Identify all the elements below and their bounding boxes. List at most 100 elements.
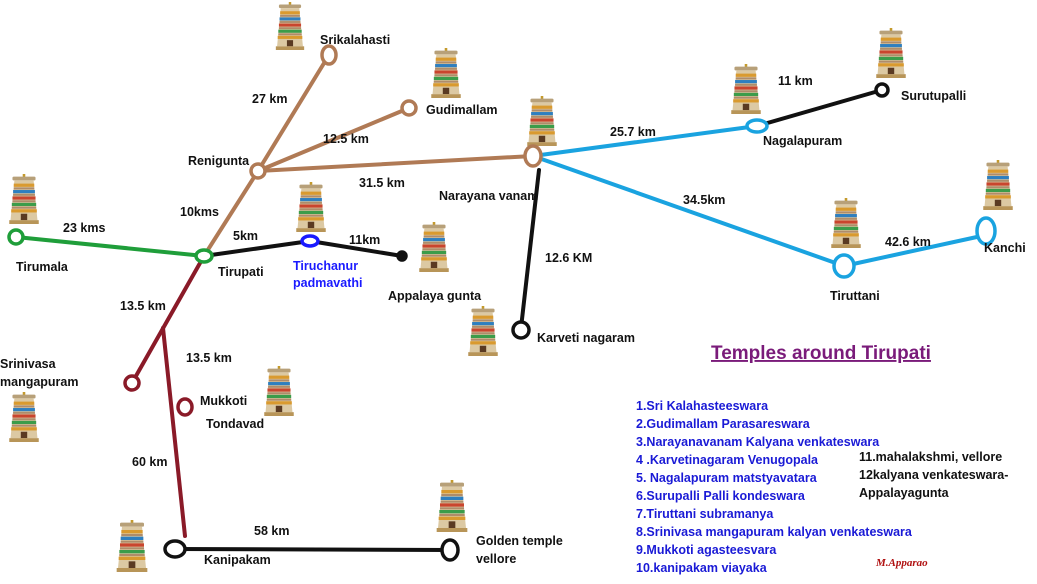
label-tiruchanur: Tiruchanur — [293, 259, 358, 273]
label-mukkoti: Mukkoti — [200, 394, 247, 408]
route-tiruchanur-appalayagunta — [308, 239, 404, 258]
label-narayana-vanam: Narayana vanam — [439, 189, 538, 203]
nagalapuram-marker[interactable] — [745, 118, 769, 134]
kanipakam-marker[interactable] — [163, 539, 187, 559]
srinivasa-mangapuram-marker[interactable] — [123, 374, 141, 392]
tiruchanur-temple-icon — [296, 182, 326, 232]
mukkoti-marker[interactable] — [176, 397, 194, 417]
place-labels: Srikalahasti Gudimallam Renigunta Naraya… — [0, 33, 1026, 567]
distance-tirupati-renigunta: 10kms — [180, 205, 219, 219]
distance-labels: 27 km 12.5 km 31.5 km 10kms 23 kms 5km 1… — [63, 74, 931, 538]
gudimallam-marker[interactable] — [400, 99, 418, 117]
author-signature: M.Apparao — [875, 557, 928, 569]
map-title: Temples around Tirupati — [711, 343, 931, 364]
distance-tondavad-kanipakam: 60 km — [132, 455, 167, 469]
distance-kanipakam-vellore: 58 km — [254, 524, 289, 538]
distance-narayanavanam-karveti: 12.6 KM — [545, 251, 592, 265]
kanipakam-temple-icon — [116, 520, 148, 572]
route-narayanavanam-nagalapuram — [531, 124, 759, 158]
mukkoti-temple-icon — [264, 366, 294, 416]
srikalahasti-temple-icon — [275, 2, 305, 50]
legend-extra-item: 12kalyana venkateswara- — [859, 468, 1008, 482]
distance-tirupati-srinivasa: 13.5 km — [120, 299, 166, 313]
distance-tirumala-tirupati: 23 kms — [63, 221, 105, 235]
label-srikalahasti: Srikalahasti — [320, 33, 390, 47]
route-tirupati-tiruchanur — [202, 239, 312, 258]
distance-narayanavanam-nagalapuram: 25.7 km — [610, 125, 656, 139]
label-kanipakam: Kanipakam — [204, 553, 271, 567]
label-karveti-nagaram: Karveti nagaram — [537, 331, 635, 345]
nagalapuram-temple-icon — [731, 64, 761, 114]
legend-item: 8.Srinivasa mangapuram kalyan venkateswa… — [636, 525, 913, 539]
distance-renigunta-narayanavanam: 31.5 km — [359, 176, 405, 190]
kanchi-marker[interactable] — [975, 216, 997, 246]
narayanavanam-temple-icon — [527, 96, 557, 146]
distance-nagalapuram-surutupalli: 11 km — [778, 74, 813, 88]
routes — [14, 53, 988, 552]
label-vellore: vellore — [476, 552, 516, 566]
route-tirupati-renigunta — [202, 169, 260, 258]
label-padmavathi: padmavathi — [293, 276, 362, 290]
surutupalli-temple-icon — [876, 28, 906, 78]
label-golden-temple: Golden temple — [476, 534, 563, 548]
srinivasa-mangapuram-temple-icon — [9, 392, 39, 442]
distance-tiruchanur-appalayagunta: 11km — [349, 233, 380, 247]
golden-temple-icon — [436, 480, 468, 532]
legend-item: 3.Narayanavanam Kalyana venkateswara — [636, 435, 880, 449]
renigunta-marker[interactable] — [249, 162, 267, 180]
distance-renigunta-gudimallam: 12.5 km — [323, 132, 369, 146]
vellore-marker[interactable] — [440, 538, 460, 562]
legend-extra-item: Appalayagunta — [859, 486, 950, 500]
distance-tirupati-tiruchanur: 5km — [233, 229, 258, 243]
route-renigunta-srikalahasti — [256, 53, 331, 173]
distance-narayanavanam-tiruttani: 34.5km — [683, 193, 725, 207]
label-nagalapuram: Nagalapuram — [763, 134, 842, 148]
tirupati-marker[interactable] — [194, 248, 214, 264]
legend-extra-item: 11.mahalakshmi, vellore — [859, 450, 1002, 464]
route-tiruttani-kanchi — [842, 233, 988, 268]
legend-item: 6.Surupalli Palli kondeswara — [636, 489, 806, 503]
route-tirupati-tondavad-kanipakam — [161, 326, 187, 538]
legend-item: 5. Nagalapuram matstyavatara — [636, 471, 818, 485]
route-tirumala-tirupati — [14, 235, 206, 258]
gudimallam-temple-icon — [431, 48, 461, 98]
route-kanipakam-vellore — [173, 547, 452, 552]
legend-item: 1.Sri Kalahasteeswara — [636, 399, 769, 413]
label-tondavad: Tondavad — [206, 417, 264, 431]
narayanavanam-marker[interactable] — [523, 144, 543, 168]
label-srinivasa: Srinivasa — [0, 357, 57, 371]
legend-item: 2.Gudimallam Parasareswara — [636, 417, 811, 431]
tirumala-marker[interactable] — [7, 228, 25, 246]
karveti-nagaram-marker[interactable] — [511, 320, 531, 340]
appalayagunta-marker[interactable] — [396, 250, 408, 262]
label-kanchi: Kanchi — [984, 241, 1026, 255]
route-renigunta-narayanavanam — [256, 154, 535, 173]
route-narayanavanam-karveti — [519, 168, 541, 330]
legend-item: 9.Mukkoti agasteesvara — [636, 543, 777, 557]
place-markers — [7, 44, 997, 562]
srikalahasti-marker[interactable] — [320, 44, 338, 66]
surutupalli-marker[interactable] — [874, 82, 890, 98]
label-tirumala: Tirumala — [16, 260, 69, 274]
label-renigunta: Renigunta — [188, 154, 250, 168]
route-narayanavanam-tiruttani — [531, 154, 846, 268]
kanchi-temple-icon — [983, 160, 1013, 210]
tirumala-temple-icon — [9, 174, 39, 224]
legend-item: 10.kanipakam viayaka — [636, 561, 768, 575]
label-mangapuram: mangapuram — [0, 375, 79, 389]
route-nagalapuram-surutupalli — [755, 88, 884, 128]
route-tirupati-srinivasa — [130, 254, 206, 385]
legend: 1.Sri Kalahasteeswara 2.Gudimallam Paras… — [636, 399, 1008, 575]
label-surutupalli: Surutupalli — [901, 89, 966, 103]
tiruchanur-marker[interactable] — [300, 234, 320, 248]
distance-tiruttani-kanchi: 42.6 km — [885, 235, 931, 249]
tiruttani-temple-icon — [831, 198, 861, 248]
label-tirupati: Tirupati — [218, 265, 264, 279]
karvetinagaram-temple-icon — [468, 306, 498, 356]
label-gudimallam: Gudimallam — [426, 103, 498, 117]
label-appalaya-gunta: Appalaya gunta — [388, 289, 482, 303]
distance-renigunta-srikalahasti: 27 km — [252, 92, 287, 106]
label-tiruttani: Tiruttani — [830, 289, 880, 303]
tiruttani-marker[interactable] — [832, 253, 856, 279]
